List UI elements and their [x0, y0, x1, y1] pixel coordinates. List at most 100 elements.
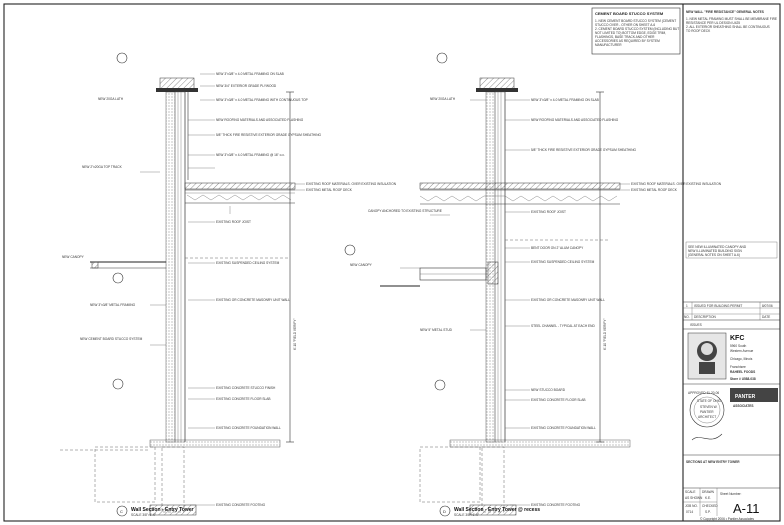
svg-text:5960 South: 5960 South — [730, 344, 747, 348]
svg-text:DESCRIPTION: DESCRIPTION — [694, 315, 716, 319]
svg-text:0714: 0714 — [686, 510, 693, 514]
callout-c-12: NEW CANOPY — [62, 255, 85, 259]
svg-text:STEVEN W.: STEVEN W. — [700, 405, 717, 409]
svg-text:AS SHOWN: AS SHOWN — [685, 496, 703, 500]
callout-d-16: EXISTING CONCRETE FLOOR SLAB — [531, 398, 586, 402]
svg-text:1: 1 — [686, 304, 688, 308]
callout-d-18: EXISTING CONCRETE FOOTING — [531, 503, 581, 507]
callout-c-16: NEW CEMENT BOARD STUCCO SYSTEM — [80, 337, 143, 341]
callout-d-7: EXISTING ROOF JOIST — [531, 210, 566, 214]
svg-text:2. CEMENT BOARD STUCCO SYSTEM: 2. CEMENT BOARD STUCCO SYSTEM (INCLUDING… — [595, 27, 679, 31]
callout-d-10: BENT DOOR ON 2" ALUM CANOPY — [531, 246, 584, 250]
svg-text:MANUFACTURER: MANUFACTURER — [595, 43, 622, 47]
callout-d-1: NEW 20GA LATH — [430, 97, 456, 101]
detail-d-bubble — [439, 505, 451, 517]
svg-text:Franchisee: Franchisee — [730, 365, 746, 369]
detail-c-title: Wall Section - Entry Tower — [131, 507, 194, 513]
callout-d-4: 5/8" THICK FIRE RESISTIVE EXTERIOR GRADE… — [531, 148, 637, 152]
svg-text:Western Avenue: Western Avenue — [730, 349, 753, 353]
callout-d-15: NEW STUCCO BOARD — [531, 388, 566, 392]
svg-text:SCALE: SCALE — [685, 490, 695, 494]
svg-text:FLASHINGS, BASE TRACK AND OTHE: FLASHINGS, BASE TRACK AND OTHER — [595, 35, 655, 39]
svg-text:K.E.: K.E. — [705, 496, 711, 500]
svg-text:(GENERAL NOTES ON SHEET A-6): (GENERAL NOTES ON SHEET A-6) — [688, 253, 740, 257]
svg-text:ACCESSORIES AS REQUIRED BY SYS: ACCESSORIES AS REQUIRED BY SYSTEM — [595, 39, 660, 43]
callout-c-8: NEW 2"x20GA TOP TRACK — [82, 165, 123, 169]
callout-c-7: NEW 3"x3/8" x 4-0 METAL FRAMING @ 16" o.… — [216, 153, 285, 157]
title-block: NEW WALL "FIRE RESISTANCE" GENERAL NOTES… — [683, 10, 780, 521]
fire-notes-title: NEW WALL "FIRE RESISTANCE" GENERAL NOTES — [686, 10, 764, 14]
architect-seal — [689, 392, 725, 428]
svg-text:Sheet Number:: Sheet Number: — [720, 492, 742, 496]
svg-text:Store # U588-038: Store # U588-038 — [730, 377, 756, 381]
cement-board-note: CEMENT BOARD STUCCO SYSTEM 1. NEW CEMENT… — [591, 7, 681, 55]
svg-text:CEMENT BOARD STUCCO SYSTEM: CEMENT BOARD STUCCO SYSTEM — [595, 11, 664, 16]
callout-c-20: EXISTING CONCRETE FOOTING — [216, 503, 266, 507]
svg-text:DATE: DATE — [762, 315, 770, 319]
svg-text:RESISTANCE PER UL DESIGN U425: RESISTANCE PER UL DESIGN U425 — [686, 21, 740, 25]
callout-c-15: NEW 3"x3/8" METAL FRAMING — [90, 303, 136, 307]
callout-d-2: NEW 3"x3/8" x 4-0 METAL FRAMING ON SLAB — [531, 98, 599, 102]
signature — [691, 433, 723, 441]
svg-text:STATE OF OHIO: STATE OF OHIO — [697, 399, 722, 403]
svg-text:8/07/06: 8/07/06 — [762, 304, 773, 308]
svg-text:1. NEW CEMENT BOARD STUCCO SYS: 1. NEW CEMENT BOARD STUCCO SYSTEM (CEMEN… — [595, 19, 676, 23]
sheet-number: A-11 — [733, 501, 760, 516]
svg-text:S.P.: S.P. — [705, 510, 711, 514]
sheet-title: SECTIONS AT NEW ENTRY TOWER — [686, 460, 740, 464]
detail-d-title: Wall Section - Entry Tower @ recess — [454, 507, 540, 513]
copyright: © Copyright 2006 • Pantier Associates — [700, 517, 754, 521]
svg-text:JOB NO.: JOB NO. — [685, 504, 698, 508]
callout-c-2: NEW 3/4" EXTERIOR GRADE PLYWOOD — [216, 84, 277, 88]
callout-d-13: STEEL CHANNEL - TYPICAL AT EACH END — [531, 324, 595, 328]
callout-d-9: NEW CANOPY — [350, 263, 373, 267]
callout-c-3: NEW 20GA LATH — [98, 97, 124, 101]
callout-d-6: EXISTING METAL ROOF DECK — [631, 188, 678, 192]
svg-text:Chicago, Illinois: Chicago, Illinois — [730, 357, 753, 361]
callout-d-5: EXISTING ROOF MATERIALS. OVER EXISTING I… — [631, 182, 722, 186]
callout-c-13: EXISTING SUSPENDED CEILING SYSTEM — [216, 261, 280, 265]
svg-text:C: C — [120, 509, 123, 514]
height-dimension-d: 6'-10 "FIELD VERIFY" — [603, 318, 607, 350]
callout-c-10: EXISTING METAL ROOF DECK — [306, 188, 353, 192]
svg-text:D: D — [443, 509, 446, 514]
svg-text:NOT LIMITED TO) BOTTOM EDGE, E: NOT LIMITED TO) BOTTOM EDGE, EDGE TRIM, — [595, 31, 666, 35]
svg-text:RAHEEL FOODS: RAHEEL FOODS — [730, 370, 755, 374]
callout-c-11: EXISTING ROOF JOIST — [216, 220, 251, 224]
detail-c-section: 6'-10 "FIELD VERIFY" NEW 3"x3/8" x 4-0 M… — [60, 52, 397, 517]
callout-c-5: NEW ROOFING MATERIALS AND ASSOCIATED FLA… — [216, 118, 304, 122]
svg-text:2. ALL EXTERIOR SHEATHING SHAL: 2. ALL EXTERIOR SHEATHING SHALL BE CONTI… — [686, 25, 770, 29]
callout-c-18: EXISTING CONCRETE FLOOR SLAB — [216, 397, 271, 401]
callout-c-17: EXISTING CONCRETE STUCCO FINISH — [216, 386, 276, 390]
svg-text:NO.: NO. — [684, 315, 690, 319]
stucco-wall-c — [165, 91, 176, 443]
svg-text:DRAWN: DRAWN — [702, 490, 715, 494]
svg-text:1. NEW METAL FRAMING MUST SHAL: 1. NEW METAL FRAMING MUST SHALL BE MEMBR… — [686, 17, 777, 21]
svg-text:ASSOCIATES: ASSOCIATES — [733, 404, 753, 408]
height-dimension-c: 6'-10 "FIELD VERIFY" — [293, 318, 297, 350]
callout-d-11: EXISTING SUSPENDED CEILING SYSTEM — [531, 260, 595, 264]
revisions-footer: ISSUES — [690, 323, 702, 327]
callout-c-1: NEW 3"x3/8" x 4-0 METAL FRAMING ON SLAB — [216, 72, 284, 76]
svg-text:SEE NEW ILLUMINATED CANOPY AND: SEE NEW ILLUMINATED CANOPY AND — [688, 245, 747, 249]
callout-d-14: NEW 5" METAL STUD — [420, 328, 453, 332]
sheet-border — [3, 3, 781, 522]
svg-text:ARCHITECT: ARCHITECT — [698, 415, 716, 419]
callout-d-3: NEW ROOFING MATERIALS AND ASSOCIATED FLA… — [531, 118, 619, 122]
callout-c-6: 5/8" THICK FIRE RESISTIVE EXTERIOR GRADE… — [216, 133, 322, 137]
callout-c-4: NEW 3"x3/8" x 4-0 METAL FRAMING WITH CON… — [216, 98, 308, 102]
callout-c-9: EXISTING ROOF MATERIALS. OVER EXISTING I… — [306, 182, 397, 186]
detail-c-bubble — [116, 505, 128, 517]
callout-d-17: EXISTING CONCRETE FOUNDATION WALL — [531, 426, 596, 430]
callout-d-8: CANOPY ANCHORED TO EXISTING STRUCTURE — [368, 209, 442, 213]
svg-text:PANTIER: PANTIER — [700, 410, 714, 414]
svg-text:APPROVED 11-20-06: APPROVED 11-20-06 — [688, 391, 719, 395]
revision-desc: ISSUED FOR BUILDING PERMIT — [694, 304, 742, 308]
detail-d-section: 6'-10 "FIELD VERIFY" NEW 20GA LATH NEW 3… — [344, 52, 722, 517]
svg-text:SCALE 3/8"=1'-0": SCALE 3/8"=1'-0" — [131, 513, 156, 517]
svg-text:TO ROOF DECK: TO ROOF DECK — [686, 29, 711, 33]
client-brand: KFC — [730, 335, 744, 342]
svg-text:STUCCO OVER - OTHER ON SHEET A: STUCCO OVER - OTHER ON SHEET A-6 — [595, 23, 655, 27]
callout-c-14: EXISTING OR CONCRETE MASONRY UNIT WALL — [216, 298, 290, 302]
